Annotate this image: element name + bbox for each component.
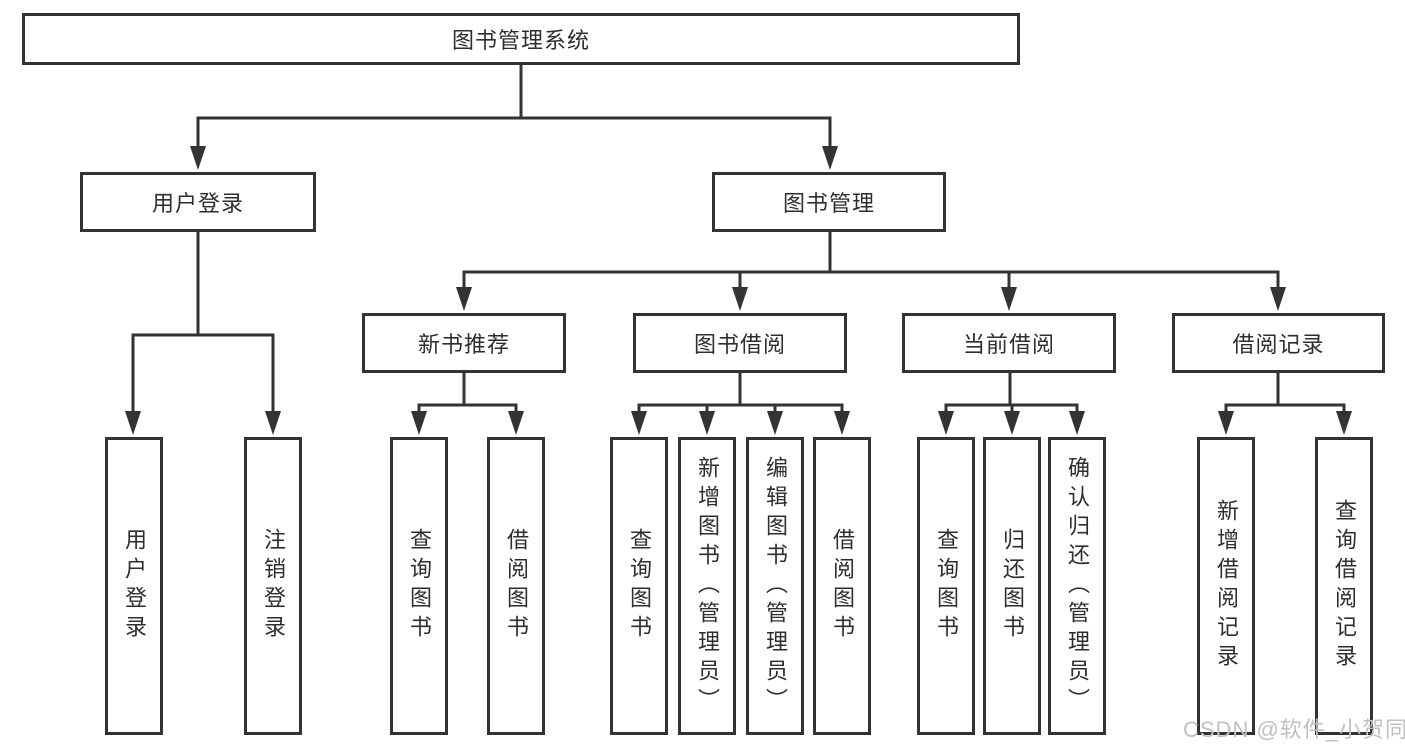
arrow-down-icon — [732, 287, 748, 311]
node-user-login-group: 用户登录 — [80, 172, 316, 232]
arrow-down-icon — [190, 146, 206, 170]
node-new-book-recommendation-label: 新书推荐 — [417, 332, 510, 357]
node-leaf-query-books-borrow-label: 查询图书 — [627, 528, 652, 644]
node-book-management-system-label: 图书管理系统 — [451, 28, 590, 53]
node-leaf-borrow-books-recommend: 借阅图书 — [487, 437, 545, 735]
arrow-down-icon — [1069, 411, 1085, 435]
node-leaf-edit-books-admin: 编辑图书（管理员） — [746, 437, 804, 735]
node-current-borrowing-label: 当前借阅 — [962, 332, 1055, 357]
arrow-down-icon — [822, 146, 838, 170]
arrow-down-icon — [1218, 411, 1234, 435]
node-leaf-query-borrow-record: 查询借阅记录 — [1315, 437, 1373, 735]
connector-borrow-record-branch — [1224, 403, 1346, 417]
node-leaf-edit-books-admin-label: 编辑图书（管理员） — [763, 455, 788, 717]
node-leaf-query-books-borrow: 查询图书 — [610, 437, 668, 735]
arrow-down-icon — [1336, 411, 1352, 435]
arrow-down-icon — [767, 411, 783, 435]
node-borrowing-records: 借阅记录 — [1172, 313, 1385, 373]
node-leaf-query-books-recommend-label: 查询图书 — [407, 528, 432, 644]
arrow-down-icon — [1270, 287, 1286, 311]
connector-book-mgmt-branch — [462, 270, 1280, 293]
node-leaf-add-borrow-record-label: 新增借阅记录 — [1214, 499, 1239, 673]
node-book-management-label: 图书管理 — [782, 191, 875, 216]
arrow-down-icon — [938, 411, 954, 435]
arrow-down-icon — [456, 287, 472, 311]
connector-book-borrow-branch — [637, 403, 844, 417]
node-leaf-borrow-books-recommend-label: 借阅图书 — [504, 528, 529, 644]
node-leaf-query-books-current-label: 查询图书 — [934, 528, 959, 644]
node-leaf-query-books-recommend: 查询图书 — [390, 437, 448, 735]
node-leaf-confirm-return-admin-label: 确认归还（管理员） — [1065, 455, 1090, 717]
node-current-borrowing: 当前借阅 — [902, 313, 1116, 373]
node-user-login-group-label: 用户登录 — [151, 191, 244, 216]
arrow-down-icon — [411, 411, 427, 435]
node-leaf-user-login-label: 用户登录 — [122, 528, 147, 644]
node-leaf-add-books-admin-label: 新增图书（管理员） — [695, 455, 720, 717]
node-leaf-logout-label: 注销登录 — [261, 528, 286, 644]
node-book-management: 图书管理 — [712, 172, 946, 232]
node-borrowing-records-label: 借阅记录 — [1232, 332, 1325, 357]
node-leaf-add-books-admin: 新增图书（管理员） — [678, 437, 736, 735]
node-leaf-query-borrow-record-label: 查询借阅记录 — [1332, 499, 1357, 673]
node-new-book-recommendation: 新书推荐 — [362, 313, 566, 373]
arrowheads — [125, 146, 1352, 435]
arrow-down-icon — [265, 411, 281, 435]
node-leaf-add-borrow-record: 新增借阅记录 — [1197, 437, 1255, 735]
node-leaf-return-books-label: 归还图书 — [1000, 528, 1025, 644]
node-book-borrowing-label: 图书借阅 — [693, 332, 786, 357]
connector-new-book-branch — [417, 403, 518, 417]
node-book-management-system: 图书管理系统 — [22, 13, 1020, 65]
node-leaf-borrow-books: 借阅图书 — [813, 437, 871, 735]
arrow-down-icon — [508, 411, 524, 435]
arrow-down-icon — [1004, 411, 1020, 435]
arrow-down-icon — [631, 411, 647, 435]
arrow-down-icon — [125, 411, 141, 435]
node-leaf-return-books: 归还图书 — [983, 437, 1041, 735]
node-leaf-query-books-current: 查询图书 — [917, 437, 975, 735]
node-book-borrowing: 图书借阅 — [633, 313, 847, 373]
connector-user-login-branch — [131, 333, 275, 417]
node-leaf-borrow-books-label: 借阅图书 — [830, 528, 855, 644]
connector-root-branch — [196, 116, 832, 152]
node-leaf-confirm-return-admin: 确认归还（管理员） — [1048, 437, 1106, 735]
node-leaf-logout: 注销登录 — [244, 437, 302, 735]
arrow-down-icon — [834, 411, 850, 435]
watermark: CSDN @软件_小贺同学 — [1183, 717, 1405, 742]
arrow-down-icon — [699, 411, 715, 435]
arrow-down-icon — [1001, 287, 1017, 311]
node-leaf-user-login: 用户登录 — [105, 437, 163, 735]
